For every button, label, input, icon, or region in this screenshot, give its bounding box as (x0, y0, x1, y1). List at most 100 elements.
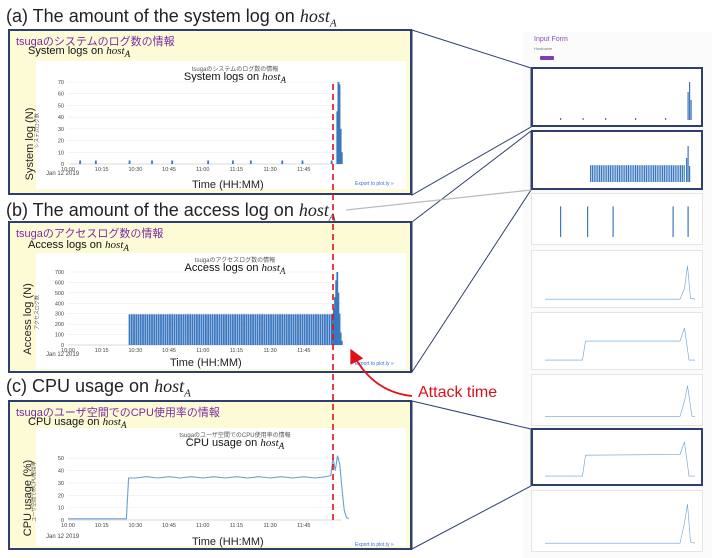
chart-b-bar (256, 314, 259, 345)
chart-b-export-link[interactable]: Export to plot.ly » (355, 361, 394, 367)
thumbnail-access-log-bar (669, 165, 671, 182)
chart-b-bar (328, 314, 331, 345)
thumbnail-access-log-bar (676, 165, 678, 182)
chart-b-y-tick-label: 600 (55, 280, 64, 286)
chart-b-x-tick-label: 11:15 (230, 348, 243, 354)
chart-b-bar (312, 314, 315, 345)
chart-a-bar (336, 111, 339, 164)
chart-b-bar (191, 314, 194, 345)
chart-b-date: Jan 12 2019 (46, 352, 80, 358)
thumbnail-access-log-bar (642, 165, 644, 182)
chart-b-bar (249, 314, 252, 345)
chart-b-bar (169, 314, 171, 345)
chart-c-export-link[interactable]: Export to plot.ly » (355, 542, 394, 548)
chart-a-bar (281, 160, 284, 164)
chart-b-bar (321, 314, 324, 345)
chart-a-x-tick-label: 11:15 (230, 167, 243, 173)
chart-b-bar (231, 314, 234, 345)
chart-b-bar (240, 314, 243, 345)
thumbnail-access-log-bar (633, 165, 635, 182)
chart-a-bar (151, 160, 153, 164)
thumbnail-system-log-bar (689, 82, 691, 120)
chart-b-bar (288, 314, 290, 345)
thumbnail-chart-3-bar (587, 206, 589, 237)
thumbnail-system-log-bar (635, 118, 637, 120)
panel-access-log: tsugaのアクセスログ数の情報 Access logs on hostA ts… (8, 221, 412, 373)
chart-a-bar (128, 160, 131, 164)
input-form-submit-button[interactable] (540, 56, 554, 60)
chart-b-bar (292, 314, 295, 345)
chart-b-bar (139, 314, 142, 345)
chart-b-bar (157, 314, 160, 345)
chart-b-bar (200, 314, 203, 345)
panel-a-title: tsugaのシステムのログ数の情報 (16, 36, 175, 48)
thumbnail-access-log-bar (599, 165, 601, 182)
chart-b-bar (283, 314, 286, 345)
thumbnail-chart-6[interactable] (531, 374, 703, 426)
chart-b-bar (187, 314, 189, 345)
chart-c-y-tick-label: 10 (58, 506, 64, 512)
chart-b-bar (196, 314, 198, 345)
chart-a-bar (340, 152, 343, 164)
thumbnail-access-log-bar (624, 165, 626, 182)
thumbnail-access-log-bar (617, 165, 619, 182)
chart-a-bar (171, 160, 174, 164)
panel-b-title: tsugaのアクセスログ数の情報 (16, 228, 164, 240)
chart-b-bar (306, 314, 308, 345)
thumbnail-chart-3-bar (612, 206, 614, 237)
chart-b-bar (164, 314, 167, 345)
thumbnail-access-log-bar (597, 165, 599, 182)
chart-c-y-tick-label: 50 (58, 456, 64, 462)
chart-c-y-tick-label: 0 (61, 518, 64, 524)
thumbnail-access-log-bar (654, 165, 656, 182)
chart-b-xlabel: Time (HH:MM) (170, 357, 242, 369)
panel-b-subtitle: Access logs on hostA (28, 239, 129, 254)
chart-b-bar (261, 314, 263, 345)
chart-b-bar (333, 308, 335, 345)
thumbnail-access-log-bar (651, 165, 653, 182)
heading-a: (a) The amount of the system log on host… (6, 6, 337, 30)
thumbnail-access-log-bar (686, 158, 688, 182)
chart-c-x-tick-label: 11:45 (297, 523, 310, 529)
chart-c-title: CPU usage on hostA (185, 437, 285, 452)
heading-b: (b) The amount of the access log on host… (6, 200, 336, 224)
chart-b-bar (202, 314, 205, 345)
thumbnail-access-log-bar (593, 165, 595, 182)
chart-a-y-tick-label: 70 (58, 80, 64, 86)
chart-b-bar (162, 314, 165, 345)
heading-c-host: host (154, 376, 185, 396)
chart-b-bar (205, 314, 207, 345)
thumbnail-access-log-bar (658, 165, 660, 182)
thumbnail-system-log[interactable] (531, 67, 703, 127)
chart-b-y-tick-label: 500 (55, 291, 64, 297)
thumbnail-access-log-bar (678, 165, 680, 182)
chart-b-bar (265, 314, 268, 345)
thumbnail-access-log-bar (609, 165, 611, 182)
chart-b-bar (281, 314, 284, 345)
chart-b-x-tick-label: 10:00 (61, 348, 75, 354)
thumbnail-access-log-bar (615, 165, 617, 182)
chart-a-x-tick-label: 11:00 (196, 167, 209, 173)
heading-b-host: host (298, 200, 329, 220)
chart-b-bar (184, 314, 187, 345)
heading-c-host-sub: A (184, 387, 191, 400)
chart-a-x-tick-label: 11:30 (263, 167, 276, 173)
chart-c-date: Jan 12 2019 (46, 534, 80, 540)
chart-c-x-tick-label: 10:00 (61, 523, 75, 529)
chart-b-bar (334, 297, 336, 345)
chart-b-bar (216, 314, 219, 345)
thumbnail-access-log-bar (645, 165, 647, 182)
thumbnail-chart-8[interactable] (531, 490, 703, 552)
chart-c-x-tick-label: 10:30 (128, 523, 142, 529)
thumbnail-chart-3[interactable] (531, 193, 703, 245)
thumbnail-chart-4[interactable] (531, 250, 703, 308)
chart-a-export-link[interactable]: Export to plot.ly » (355, 181, 394, 187)
thumbnail-access-log-bar (680, 165, 682, 182)
chart-b-bar (225, 314, 228, 345)
chart-b-bar (267, 314, 270, 345)
chart-b-bar (252, 314, 254, 345)
chart-b-bar (182, 314, 185, 345)
thumbnail-access-log-bar (600, 165, 602, 182)
thumbnail-access-log-bar (674, 165, 676, 182)
chart-b-bar (301, 314, 304, 345)
